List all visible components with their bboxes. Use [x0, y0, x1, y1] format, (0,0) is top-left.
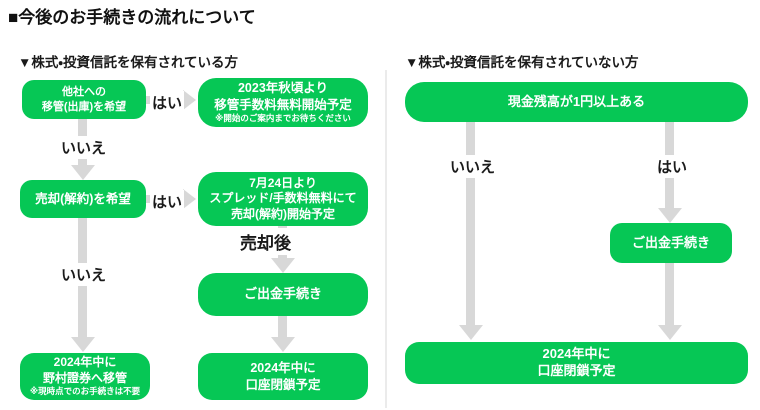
- box-line: 現金残高が1円以上ある: [507, 93, 646, 109]
- box-line: 移管手数料無料開始予定: [214, 97, 352, 112]
- box-sell-wish: 売却(解約)を希望: [20, 180, 146, 218]
- down-arrow-head: [271, 337, 295, 352]
- box-sell-free: 7月24日より スプレッド/手数料無料にて 売却(解約)開始予定: [198, 172, 368, 226]
- label-yes-1: はい: [150, 91, 185, 114]
- box-line: 2024年中に: [542, 346, 611, 362]
- down-arrow-head: [459, 325, 483, 340]
- box-note: ※開始のご案内までお待ちください: [215, 112, 351, 123]
- box-line: 7月24日より: [249, 175, 317, 190]
- box-nomura-transfer: 2024年中に 野村證券へ移管 ※現時点でのお手続きは不要: [20, 353, 150, 400]
- down-arrow-head: [271, 258, 295, 273]
- box-cash-balance: 現金残高が1円以上ある: [405, 82, 748, 122]
- box-line: 2024年中に: [53, 354, 117, 369]
- left-section-header: ▼株式・投資信託を保有されている方: [18, 55, 239, 70]
- label-no-right: いいえ: [448, 155, 498, 178]
- box-withdraw-left: ご出金手続き: [198, 273, 368, 316]
- page-title: ■今後のお手続きの流れについて: [8, 8, 256, 27]
- label-no-2: いいえ: [59, 263, 109, 286]
- box-line: スプレッド/手数料無料にて: [209, 191, 357, 206]
- right-section-header: ▼株式・投資信託を保有されていない方: [405, 55, 639, 70]
- box-line: ご出金手続き: [631, 234, 710, 250]
- box-line: 移管(出庫)を希望: [41, 100, 127, 113]
- box-line: 野村證券へ移管: [42, 370, 127, 385]
- box-line: 2024年中に: [250, 361, 316, 376]
- box-line: 売却(解約)を希望: [35, 191, 131, 206]
- box-line: 他社への: [62, 86, 106, 99]
- box-withdraw-right: ご出金手続き: [610, 223, 732, 263]
- label-after-sale: 売却後: [238, 228, 293, 255]
- box-line: 2023年秋頃より: [237, 81, 329, 96]
- down-arrow-shaft: [466, 122, 475, 325]
- label-no-1: いいえ: [59, 136, 109, 159]
- right-arrow-head: [183, 189, 196, 209]
- box-transfer-free: 2023年秋頃より 移管手数料無料開始予定 ※開始のご案内までお待ちください: [198, 78, 368, 127]
- box-line: 口座閉鎖予定: [245, 377, 321, 392]
- down-arrow-head: [658, 208, 682, 223]
- box-close-left: 2024年中に 口座閉鎖予定: [198, 353, 368, 400]
- box-note: ※現時点でのお手続きは不要: [29, 386, 141, 397]
- down-arrow-head: [71, 337, 95, 352]
- box-line: 口座閉鎖予定: [537, 363, 616, 378]
- box-line: 売却(解約)開始予定: [231, 206, 335, 221]
- section-divider: [385, 70, 387, 408]
- label-yes-2: はい: [150, 190, 185, 213]
- down-arrow-shaft: [278, 316, 287, 338]
- box-close-right: 2024年中に 口座閉鎖予定: [405, 342, 748, 384]
- label-yes-right: はい: [655, 155, 690, 178]
- down-arrow-head: [71, 165, 95, 180]
- down-arrow-shaft: [665, 263, 674, 325]
- box-line: ご出金手続き: [243, 286, 322, 302]
- right-arrow-head: [183, 90, 196, 110]
- box-transfer-wish: 他社への 移管(出庫)を希望: [22, 80, 146, 119]
- down-arrow-head: [658, 325, 682, 340]
